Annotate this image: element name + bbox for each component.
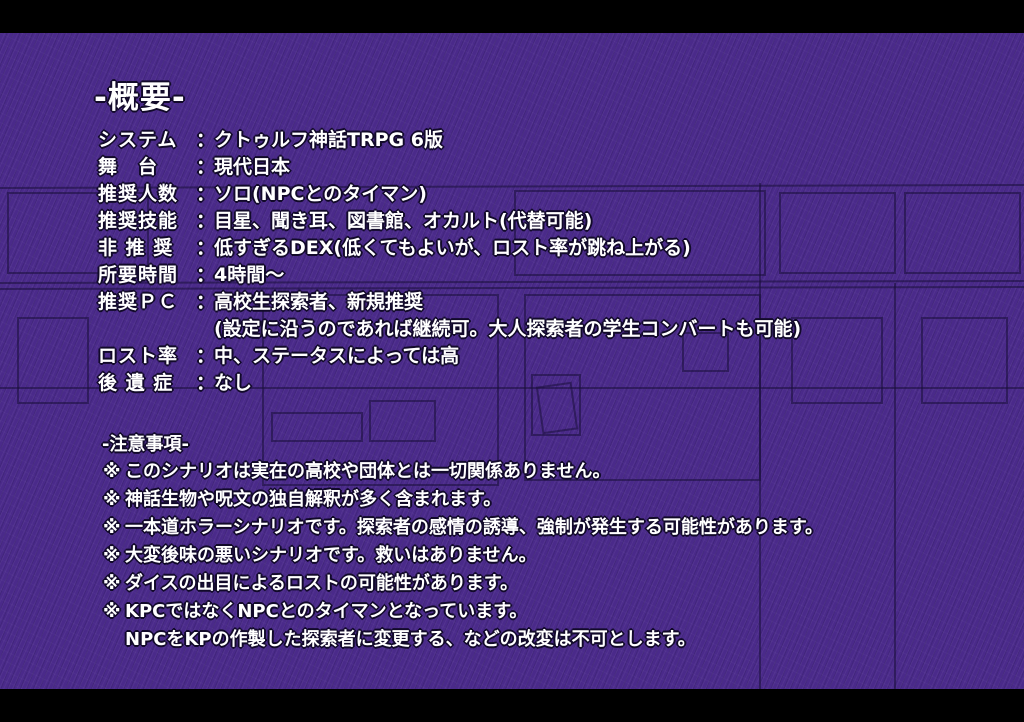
note-item: ※神話生物や呪文の独自解釈が多く含まれます。	[103, 486, 501, 514]
note-item: ※このシナリオは実在の高校や団体とは一切関係ありません。	[103, 458, 610, 486]
overview-row-players: 推奨人数 ：ソロ(NPCとのタイマン)	[98, 181, 427, 208]
note-text: 神話生物や呪文の独自解釈が多く含まれます。	[125, 489, 502, 510]
note-mark: ※	[103, 489, 121, 510]
row-label: システム	[98, 129, 178, 151]
overview-row-recommended-pc-note: (設定に沿うのであれば継続可。大人探索者の学生コンバートも可能)	[98, 316, 801, 343]
note-mark: ※	[103, 573, 121, 594]
note-text: 大変後味の悪いシナリオです。救いはありません。	[125, 545, 537, 566]
overview-row-stage: 舞 台 ：現代日本	[98, 154, 290, 181]
row-label: 推奨人数	[98, 183, 179, 205]
overview-row-recommended-pc: 推奨ＰＣ ：高校生探索者、新規推奨	[98, 289, 423, 316]
row-value: なし	[214, 372, 253, 394]
row-value: (設定に沿うのであれば継続可。大人探索者の学生コンバートも可能)	[214, 318, 802, 340]
row-value: 低すぎるDEX(低くてもよいが、ロスト率が跳ね上がる)	[214, 237, 691, 259]
note-item: ※KPCではなくNPCとのタイマンとなっています。	[103, 598, 527, 626]
row-value: 現代日本	[214, 156, 291, 178]
overview-row-aftereffects: 後 遺 症 ：なし	[98, 370, 252, 397]
overview-row-skills: 推奨技能 ：目星、聞き耳、図書館、オカルト(代替可能)	[98, 208, 592, 235]
row-colon: ：	[196, 210, 216, 232]
row-value: 高校生探索者、新規推奨	[214, 291, 424, 313]
row-colon: ：	[196, 291, 216, 313]
note-item: NPCをKPの作製した探索者に変更する、などの改変は不可とします。	[103, 626, 696, 654]
overview-row-not-recommended: 非 推 奨 ：低すぎるDEX(低くてもよいが、ロスト率が跳ね上がる)	[98, 235, 691, 262]
note-item: ※一本道ホラーシナリオです。探索者の感情の誘導、強制が発生する可能性があります。	[103, 514, 823, 542]
row-value: クトゥルフ神話TRPG 6版	[214, 129, 443, 151]
scenario-overview-panel: -概要- システム：クトゥルフ神話TRPG 6版 舞 台：現代日本 推奨人数：ソ…	[0, 33, 1024, 689]
row-colon: ：	[196, 129, 216, 151]
classroom-sketch-background	[0, 183, 1024, 689]
note-text: 一本道ホラーシナリオです。探索者の感情の誘導、強制が発生する可能性があります。	[125, 517, 824, 538]
note-mark: ※	[103, 601, 121, 622]
overview-row-system: システム ：クトゥルフ神話TRPG 6版	[98, 127, 443, 154]
letterbox-bottom	[0, 689, 1024, 722]
overview-heading: -概要-	[94, 80, 186, 116]
letterbox-top	[0, 0, 1024, 33]
row-label: 推奨技能	[98, 210, 179, 232]
overview-row-lost-rate: ロスト率 ：中、ステータスによっては高	[98, 343, 459, 370]
row-value: 4時間〜	[214, 264, 285, 286]
row-colon: ：	[196, 372, 216, 394]
notes-heading: -注意事項-	[102, 434, 189, 455]
overview-row-duration: 所要時間 ：4時間〜	[98, 262, 284, 289]
row-value: 中、ステータスによっては高	[214, 345, 460, 367]
row-value: 目星、聞き耳、図書館、オカルト(代替可能)	[214, 210, 593, 232]
note-item: ※ダイスの出目によるロストの可能性があります。	[103, 570, 518, 598]
note-text: NPCをKPの作製した探索者に変更する、などの改変は不可とします。	[125, 629, 696, 650]
note-item: ※大変後味の悪いシナリオです。救いはありません。	[103, 542, 537, 570]
row-label: 非 推 奨	[98, 237, 174, 259]
row-label: 舞 台	[98, 156, 159, 178]
note-mark: ※	[103, 545, 121, 566]
row-label: ロスト率	[98, 345, 179, 367]
row-colon: ：	[196, 183, 216, 205]
note-text: このシナリオは実在の高校や団体とは一切関係ありません。	[125, 461, 611, 482]
row-label: 後 遺 症	[98, 372, 174, 394]
row-colon: ：	[196, 237, 216, 259]
row-value: ソロ(NPCとのタイマン)	[214, 183, 427, 205]
note-mark: ※	[103, 517, 121, 538]
row-colon: ：	[196, 156, 216, 178]
note-text: ダイスの出目によるロストの可能性があります。	[125, 573, 519, 594]
note-mark: ※	[103, 461, 121, 482]
note-text: KPCではなくNPCとのタイマンとなっています。	[125, 601, 528, 622]
row-colon: ：	[196, 264, 216, 286]
row-label: 推奨ＰＣ	[98, 291, 179, 313]
row-label: 所要時間	[98, 264, 179, 286]
row-colon: ：	[196, 345, 216, 367]
